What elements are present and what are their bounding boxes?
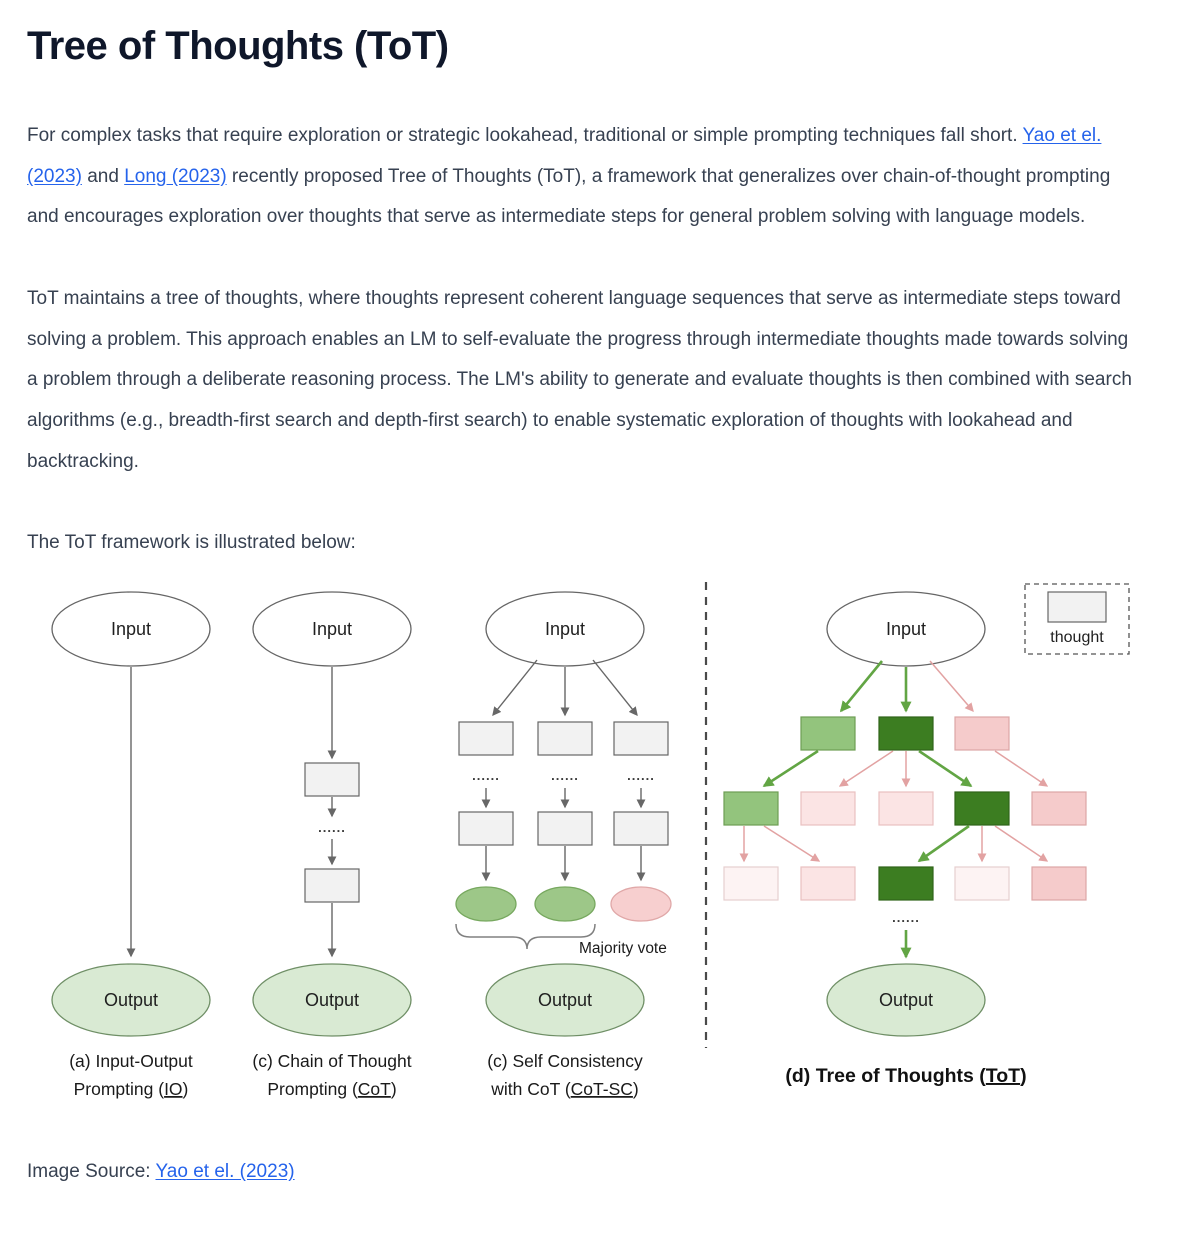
tot-arrow-input-l1a [839, 660, 884, 713]
cotsc-input-label: Input [545, 619, 585, 639]
cotsc-thought-box-2c [613, 811, 669, 846]
legend-thought-box [1047, 591, 1107, 623]
tot-l1-node-green-dark [878, 716, 934, 751]
majority-vote-label: Majority vote [579, 940, 667, 957]
tot-input-node [826, 591, 986, 667]
tot-framework-figure: Input Output (a) Input-Output Prompting … [27, 576, 1170, 1121]
cotsc-thought-box-1c [613, 721, 669, 756]
cotsc-caption-line2: with CoT (CoT-SC) [490, 1079, 638, 1099]
tot-l1-node-pink [954, 716, 1010, 751]
io-output-node [51, 963, 211, 1037]
cotsc-answer-pink [610, 886, 672, 922]
tot-arrow-l2d-l3c [917, 824, 970, 862]
cotsc-input-node [485, 591, 645, 667]
cotsc-caption-post: ) [633, 1079, 639, 1099]
cotsc-ellipsis-3: ...... [627, 768, 655, 783]
io-input-node [51, 591, 211, 667]
tot-ellipsis: ...... [892, 910, 920, 925]
cot-thought-box-1 [304, 762, 360, 797]
intro-text-c: recently proposed Tree of Thoughts (ToT)… [27, 165, 1111, 228]
tot-caption-post: ) [1020, 1065, 1027, 1087]
tot-arrow-l1b-l2d [918, 749, 973, 787]
cotsc-thought-box-2b [537, 811, 593, 846]
tot-arrow-l1a-l2a [762, 749, 819, 787]
intro-text-a: For complex tasks that require explorati… [27, 125, 1023, 146]
tot-l2-node-green-dark [954, 791, 1010, 826]
tot-l3-node-pink [1031, 866, 1087, 901]
tot-caption: (d) Tree of Thoughts (ToT) [785, 1065, 1026, 1087]
image-source-link[interactable]: Yao et el. (2023) [155, 1160, 295, 1182]
figure-lead-in: The ToT framework is illustrated below: [27, 532, 356, 554]
panel-io: Input Output (a) Input-Output Prompting … [51, 591, 211, 1099]
io-caption-link-text: IO [164, 1079, 182, 1099]
cotsc-answer-green-1 [455, 886, 517, 922]
cotsc-thought-box-2a [458, 811, 514, 846]
image-source-line: Image Source: Yao et el. (2023) [27, 1161, 1170, 1183]
panel-cot: Input ...... Output (c) Chain of Thought… [252, 591, 412, 1099]
intro-text-b: and [81, 165, 125, 187]
cot-caption-post: ) [391, 1079, 397, 1099]
io-caption-pre: Prompting ( [74, 1079, 165, 1099]
cot-input-label: Input [312, 619, 352, 639]
intro-paragraph: For complex tasks that require explorati… [27, 116, 1137, 238]
tot-arrow-l2a-l3b [763, 825, 821, 862]
cotsc-fan-arrow-right [592, 659, 638, 716]
tot-caption-pre: (d) Tree of Thoughts ( [785, 1065, 986, 1087]
long-2023-link[interactable]: Long (2023) [124, 165, 227, 187]
cot-caption-pre: Prompting ( [267, 1079, 358, 1099]
image-source-prefix: Image Source: [27, 1160, 156, 1182]
tot-arrow-l1c-l2e [994, 750, 1049, 787]
tot-caption-link-text: ToT [986, 1065, 1020, 1087]
tot-output-node [826, 963, 986, 1037]
tot-l1-node-green-med [800, 716, 856, 751]
tot-arrow-l2d-l3e [994, 825, 1049, 862]
cotsc-caption-pre: with CoT ( [490, 1079, 571, 1099]
page-title: Tree of Thoughts (ToT) [27, 24, 449, 68]
majority-vote-brace [455, 923, 596, 949]
tot-input-label: Input [886, 619, 926, 639]
tot-l3-node-pink-xlight-2 [954, 866, 1010, 901]
cotsc-output-label: Output [538, 990, 592, 1010]
thought-legend: thought [1024, 583, 1130, 655]
cot-output-node [252, 963, 412, 1037]
tot-l2-node-pink [1031, 791, 1087, 826]
cotsc-answer-green-2 [534, 886, 596, 922]
legend-thought-label: thought [1050, 629, 1104, 646]
tot-output-label: Output [879, 990, 933, 1010]
cotsc-ellipsis-2: ...... [551, 768, 579, 783]
cotsc-caption-link-text: CoT-SC [571, 1079, 633, 1099]
cot-thought-box-2 [304, 868, 360, 903]
cotsc-caption-line1: (c) Self Consistency [487, 1051, 643, 1071]
cotsc-thought-box-1b [537, 721, 593, 756]
cotsc-output-node [485, 963, 645, 1037]
tot-l3-node-pink-xlight-1 [723, 866, 779, 901]
tot-arrow-l1b-l2b [838, 750, 894, 787]
tot-l3-node-green-dark [878, 866, 934, 901]
io-caption-post: ) [183, 1079, 189, 1099]
cot-caption-link-text: CoT [358, 1079, 391, 1099]
tot-l2-node-pink-light-1 [800, 791, 856, 826]
panel-cot-sc: Input ...... ...... ...... [455, 591, 672, 1099]
tot-description-paragraph: ToT maintains a tree of thoughts, where … [27, 287, 1132, 472]
cot-output-label: Output [305, 990, 359, 1010]
panel-tot: Input thought [723, 583, 1130, 1087]
cot-caption-line1: (c) Chain of Thought [252, 1051, 411, 1071]
io-caption-line1: (a) Input-Output [69, 1051, 193, 1071]
io-output-label: Output [104, 990, 158, 1010]
cotsc-ellipsis-1: ...... [472, 768, 500, 783]
cotsc-thought-box-1a [458, 721, 514, 756]
cot-input-node [252, 591, 412, 667]
tot-arrow-input-l1c [929, 660, 974, 712]
cotsc-fan-arrow-left [492, 659, 538, 716]
tot-l2-node-green-med [723, 791, 779, 826]
tot-l2-node-pink-light-2 [878, 791, 934, 826]
io-input-label: Input [111, 619, 151, 639]
tot-l3-node-pink-light [800, 866, 856, 901]
tot-diagram: Input Output (a) Input-Output Prompting … [51, 581, 1130, 1099]
cot-caption-line2: Prompting (CoT) [267, 1079, 396, 1099]
yao-2023-link[interactable]: Yao et el. (2023) [27, 125, 1102, 187]
cot-ellipsis: ...... [318, 820, 346, 835]
io-caption-line2: Prompting (IO) [74, 1079, 189, 1099]
